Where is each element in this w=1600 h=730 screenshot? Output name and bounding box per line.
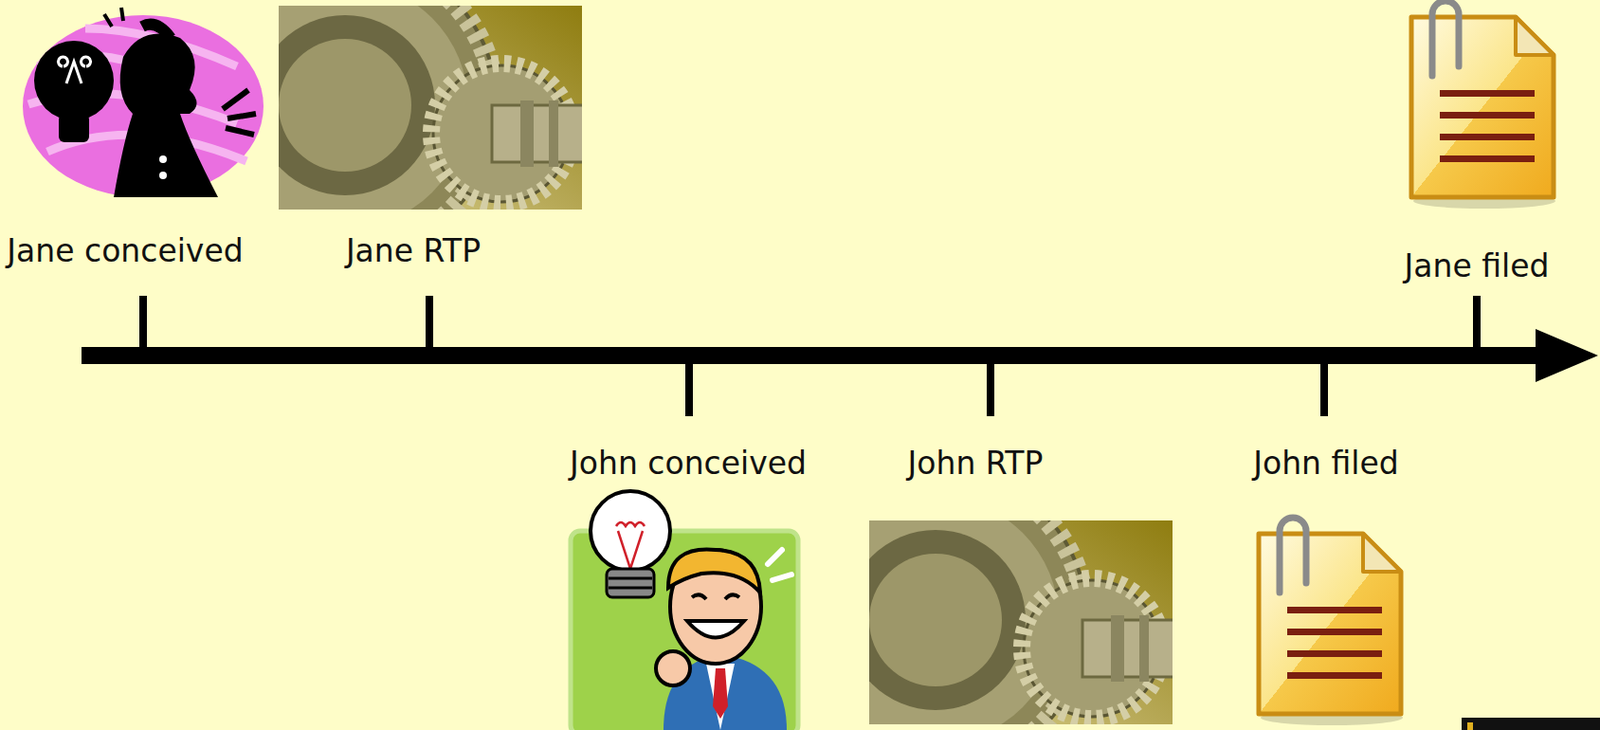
document-icon [1411,0,1556,209]
corner-fragment [1461,717,1600,730]
gear-photo [783,468,1187,730]
event-label: Jane filed [1404,249,1550,284]
gear-photo [193,0,597,257]
corner-fragment [1467,722,1473,730]
tick-mark [685,358,693,417]
jane-idea-icon [22,7,264,198]
john-idea-icon [570,490,799,730]
event-label: John filed [1253,446,1399,481]
tick-mark [425,295,434,353]
tick-mark [986,358,995,417]
event-label: John conceived [569,446,807,481]
event-label: John RTP [908,446,1044,481]
document-icon [1258,517,1403,726]
tick-mark [1320,358,1328,417]
event-label: Jane conceived [6,234,243,269]
timeline-arrowhead [1535,328,1599,382]
event-label: Jane RTP [345,234,481,269]
tick-mark [139,295,147,353]
tick-mark [1472,295,1481,353]
